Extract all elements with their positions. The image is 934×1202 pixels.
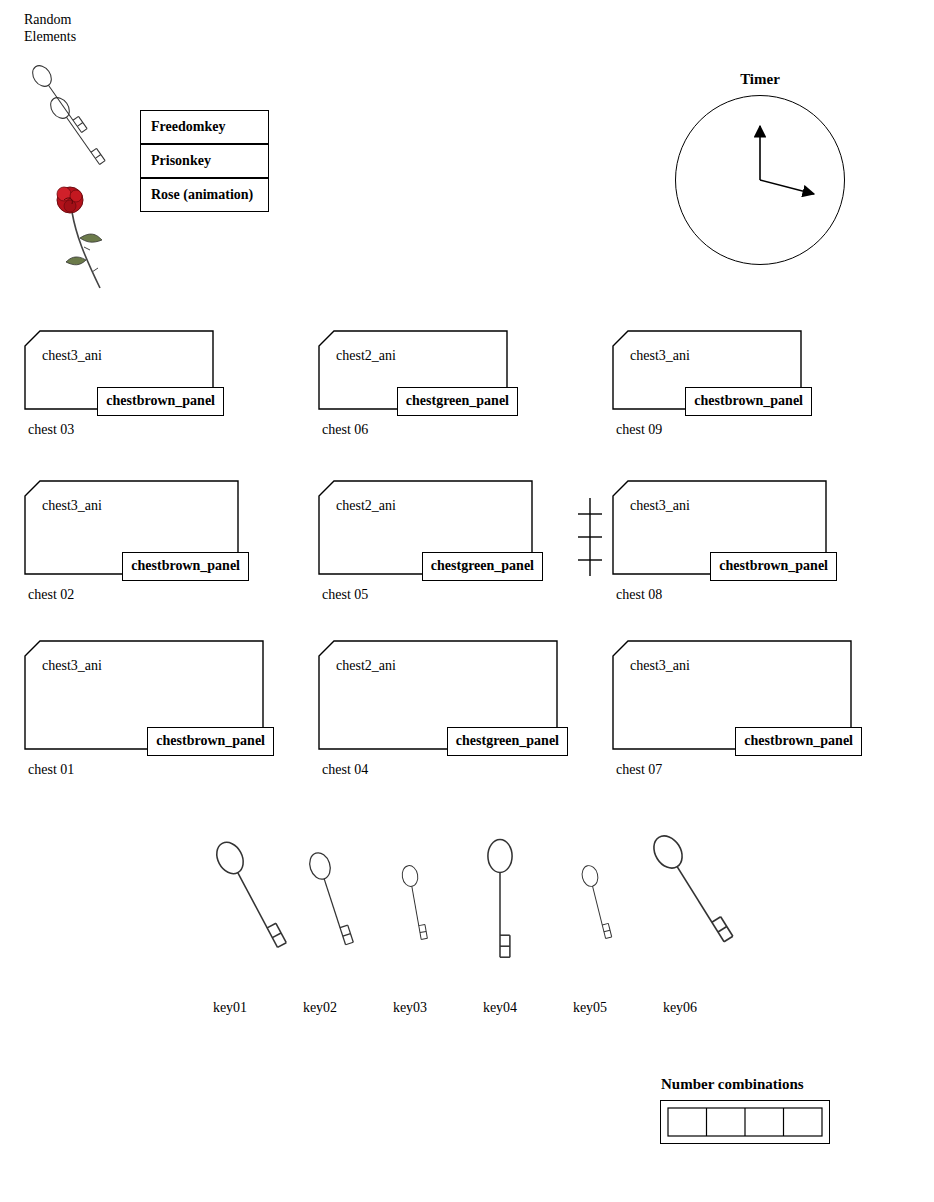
element-box: Prisonkey [140, 144, 269, 178]
element-name: Rose (animation) [151, 187, 253, 204]
sprite-name: chest3_ani [42, 658, 102, 675]
panel-name: chestbrown_panel [106, 393, 215, 410]
key-picture [29, 62, 107, 169]
chest-label: chest 08 [616, 587, 662, 604]
panel-name: chestgreen_panel [406, 393, 509, 410]
chest-box: chest 08chest3_anichestbrown_panel [612, 480, 827, 575]
key-picture [212, 831, 735, 958]
panel-name: chestgreen_panel [431, 558, 534, 575]
sprite-name: chest3_ani [630, 658, 690, 675]
panel-box: chestbrown_panel [147, 727, 274, 756]
key-name: key04 [470, 1000, 530, 1017]
combination-title: Number combinations [661, 1075, 804, 1093]
chest-box: chest 01chest3_anichestbrown_panel [24, 640, 264, 750]
sprite-name: chest3_ani [42, 348, 102, 365]
sprite-name: chest2_ani [336, 498, 396, 515]
chest-box: chest 09chest3_anichestbrown_panel [612, 330, 802, 410]
key-name: key02 [290, 1000, 350, 1017]
chest-label: chest 09 [616, 422, 662, 439]
chest-box: chest 02chest3_anichestbrown_panel [24, 480, 239, 575]
chest-label: chest 07 [616, 762, 662, 779]
chest-label: chest 01 [28, 762, 74, 779]
chest-label: chest 05 [322, 587, 368, 604]
element-box: Freedomkey [140, 110, 269, 144]
panel-box: chestgreen_panel [397, 387, 518, 416]
group-heading: Random Elements [24, 12, 96, 46]
sprite-name: chest3_ani [630, 348, 690, 365]
element-name: Prisonkey [151, 153, 211, 170]
key-name: key03 [380, 1000, 440, 1017]
panel-name: chestbrown_panel [719, 558, 828, 575]
panel-name: chestbrown_panel [694, 393, 803, 410]
cross-symbol [578, 498, 602, 576]
combination-box: Number combinations [660, 1100, 830, 1144]
sprite-name: chest2_ani [336, 658, 396, 675]
clock-hands [760, 126, 814, 194]
chest-label: chest 04 [322, 762, 368, 779]
sprite-name: chest3_ani [42, 498, 102, 515]
panel-box: chestbrown_panel [97, 387, 224, 416]
panel-box: chestbrown_panel [735, 727, 862, 756]
panel-name: chestbrown_panel [131, 558, 240, 575]
panel-box: chestgreen_panel [422, 552, 543, 581]
key-name: key01 [200, 1000, 260, 1017]
key-name: key06 [650, 1000, 710, 1017]
panel-box: chestbrown_panel [710, 552, 837, 581]
chest-label: chest 02 [28, 587, 74, 604]
chest-box: chest 07chest3_anichestbrown_panel [612, 640, 852, 750]
panel-name: chestgreen_panel [456, 733, 559, 750]
rose-picture [57, 187, 102, 288]
timer-circle: Timer [675, 95, 845, 265]
key-name: key05 [560, 1000, 620, 1017]
element-name: Freedomkey [151, 119, 225, 136]
sprite-name: chest3_ani [630, 498, 690, 515]
chest-box: chest 03chest3_anichestbrown_panel [24, 330, 214, 410]
chest-box: chest 06chest2_anichestgreen_panel [318, 330, 508, 410]
chest-label: chest 03 [28, 422, 74, 439]
sprite-name: chest2_ani [336, 348, 396, 365]
panel-box: chestbrown_panel [685, 387, 812, 416]
timer-title: Timer [740, 70, 780, 88]
panel-name: chestbrown_panel [744, 733, 853, 750]
chest-label: chest 06 [322, 422, 368, 439]
chest-box: chest 05chest2_anichestgreen_panel [318, 480, 533, 575]
combination-cells [668, 1108, 822, 1136]
panel-box: chestgreen_panel [447, 727, 568, 756]
chest-box: chest 04chest2_anichestgreen_panel [318, 640, 558, 750]
panel-box: chestbrown_panel [122, 552, 249, 581]
element-box: Rose (animation) [140, 178, 269, 212]
panel-name: chestbrown_panel [156, 733, 265, 750]
